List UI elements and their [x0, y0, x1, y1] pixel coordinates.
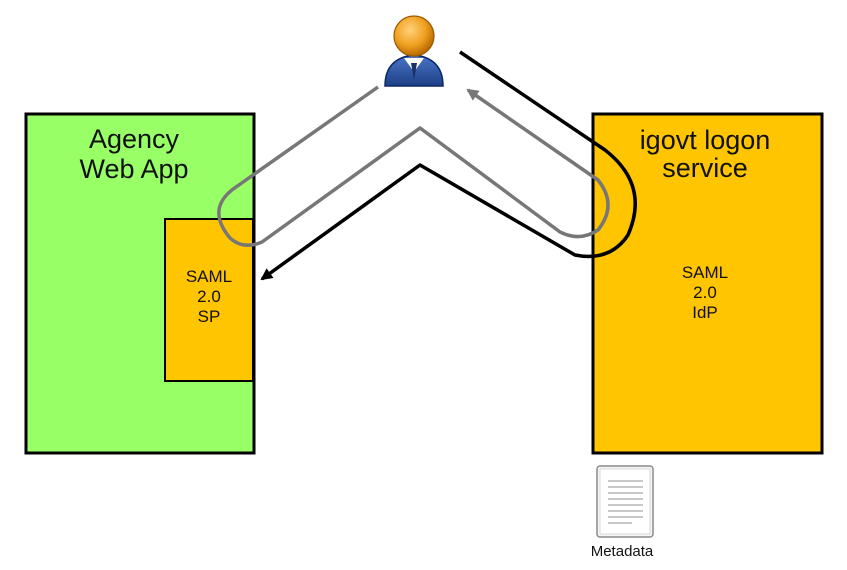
agency-title-line1: Agency: [89, 124, 180, 154]
outbound-flow-line: [217, 85, 610, 247]
document-icon: [596, 465, 654, 538]
sp-line3: SP: [198, 307, 221, 326]
igovt-logon-service-box: igovt logon service SAML 2.0 IdP: [591, 112, 824, 455]
idp-title-line2: service: [662, 153, 748, 183]
saml-sp-box: SAML 2.0 SP: [164, 218, 254, 382]
metadata-document: Metadata: [591, 465, 654, 560]
idp-line3: IdP: [692, 303, 718, 322]
sp-line2: 2.0: [197, 287, 221, 306]
idp-line1: SAML: [682, 263, 728, 282]
return-flow-line: [260, 50, 637, 281]
user-icon: [384, 15, 444, 87]
idp-title-line1: igovt logon: [640, 125, 771, 155]
metadata-label: Metadata: [591, 543, 654, 560]
agency-title-line2: Web App: [79, 154, 188, 184]
idp-line2: 2.0: [693, 283, 717, 302]
sp-line1: SAML: [186, 267, 232, 286]
